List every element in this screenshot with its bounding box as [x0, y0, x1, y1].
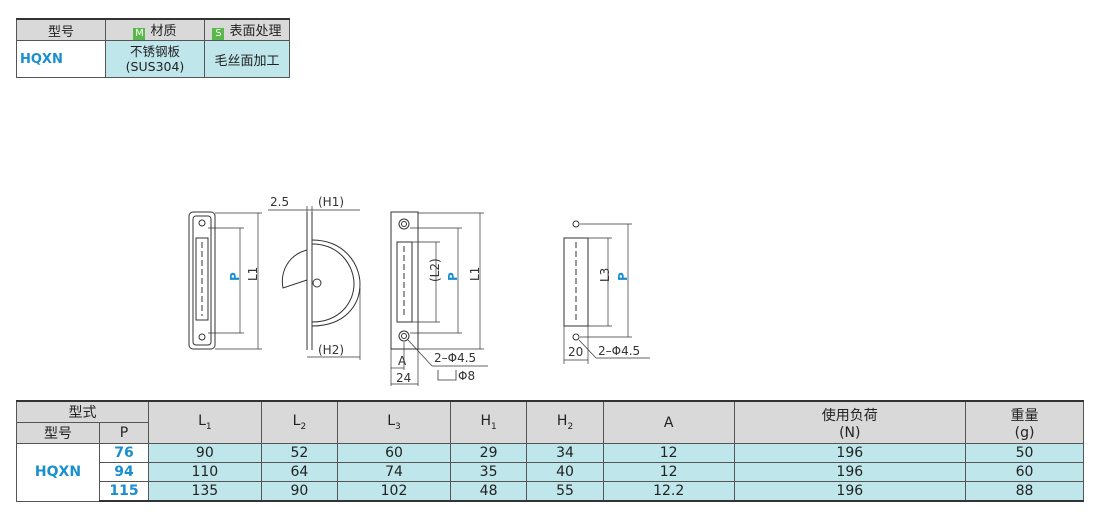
cell-h1: 29 [449, 443, 528, 463]
material-badge-icon: M [133, 28, 146, 40]
right-holes-label: 2–Φ4.5 [598, 344, 640, 358]
col-header-weight-unit: (g) [1014, 424, 1035, 441]
cell-load: 196 [733, 443, 967, 463]
cell-l3: 102 [337, 481, 451, 502]
col-header-h2-base: H [556, 413, 568, 430]
spec-header-model: 型号 [16, 18, 106, 41]
col-header-load: 使用负荷 (N) [733, 400, 967, 444]
spec-material-value: 不锈钢板 (SUS304) [105, 40, 205, 78]
spec-surface-value: 毛丝面加工 [204, 40, 290, 78]
right-l3-label: L3 [598, 268, 612, 282]
back-view: (L2) P L1 A 24 2–Φ4.5 Φ8 [390, 211, 488, 386]
cell-p: 76 [99, 443, 149, 463]
col-header-l1-sub: 1 [205, 421, 212, 432]
right-20-label: 20 [568, 345, 583, 359]
spec-material-line1: 不锈钢板 [129, 44, 180, 59]
cell-weight: 50 [965, 443, 1084, 463]
cell-p: 115 [99, 481, 149, 502]
front-l1-label: L1 [246, 267, 260, 281]
back-l2-label: (L2) [428, 258, 442, 282]
col-header-weight-label: 重量 [1010, 407, 1039, 424]
back-holes-label: 2–Φ4.5 [434, 351, 476, 365]
cell-l2: 90 [260, 481, 339, 502]
col-header-l2: L2 [260, 400, 339, 444]
cell-l2: 64 [260, 462, 339, 482]
back-24-label: 24 [396, 371, 411, 385]
row-model-value: HQXN [16, 443, 100, 502]
back-a-label: A [398, 354, 407, 368]
col-header-h2-sub: 2 [567, 421, 574, 432]
spec-header-material-label: 材质 [150, 24, 177, 39]
cell-load: 196 [733, 462, 967, 482]
col-header-a: A [602, 400, 735, 444]
table-row: 115 135 90 102 48 55 12.2 196 88 [17, 481, 1084, 502]
cell-a: 12.2 [602, 481, 735, 502]
col-header-l3-base: L [387, 413, 396, 430]
col-header-h2: H2 [526, 400, 604, 444]
col-header-l2-base: L [292, 413, 301, 430]
back-l1-label: L1 [468, 267, 482, 281]
cell-h1: 35 [449, 462, 528, 482]
cell-h2: 34 [526, 443, 604, 463]
cell-l3: 74 [337, 462, 451, 482]
technical-drawing: P L1 2.5 (H1) (H2) [188, 195, 650, 386]
spec-header-surface-label: 表面处理 [229, 24, 282, 39]
col-header-l1-base: L [198, 413, 206, 430]
spec-material-line2: (SUS304) [125, 59, 185, 74]
side-25-label: 2.5 [270, 195, 289, 209]
cell-l1: 110 [148, 462, 262, 482]
col-header-l2-sub: 2 [300, 421, 307, 432]
cell-h2: 40 [526, 462, 604, 482]
table-row: 94 110 64 74 35 40 12 196 60 [17, 462, 1084, 482]
col-header-load-unit: (N) [839, 424, 861, 441]
cell-l3: 60 [337, 443, 451, 463]
cell-weight: 88 [965, 481, 1084, 502]
side-h2-label: (H2) [318, 343, 344, 357]
col-header-h1-sub: 1 [490, 421, 497, 432]
col-header-l1: L1 [148, 400, 262, 444]
dimension-table: 型式 L1 L2 L3 H1 H2 A 使用负荷 (N) 重量 (g) 型号 P… [16, 400, 1084, 502]
surface-badge-icon: S [212, 28, 225, 40]
side-h1-label: (H1) [318, 195, 344, 209]
right-view: L3 P 20 2–Φ4.5 [563, 220, 650, 364]
side-view: 2.5 (H1) (H2) [268, 195, 361, 360]
col-header-l3: L3 [337, 400, 451, 444]
group-header-type: 型式 [16, 400, 149, 423]
back-counterbore-label: Φ8 [458, 369, 475, 383]
front-p-label: P [228, 272, 242, 281]
col-header-weight: 重量 (g) [965, 400, 1084, 444]
cell-a: 12 [602, 462, 735, 482]
col-header-p: P [99, 422, 149, 444]
cell-h2: 55 [526, 481, 604, 502]
back-p-label: P [446, 272, 460, 281]
spec-table: 型号 M 材质 S 表面处理 HQXN 不锈钢板 (SUS304) 毛丝面加工 [16, 18, 290, 78]
col-header-model: 型号 [16, 422, 100, 444]
spec-header-material: M 材质 [105, 18, 205, 41]
cell-l1: 90 [148, 443, 262, 463]
col-header-h1-base: H [480, 413, 491, 430]
front-view: P L1 [188, 211, 262, 350]
table-row: HQXN 76 90 52 60 29 34 12 196 50 [16, 443, 1084, 502]
cell-l1: 135 [148, 481, 262, 502]
cell-l2: 52 [260, 443, 339, 463]
right-p-label: P [616, 272, 630, 281]
col-header-h1: H1 [449, 400, 528, 444]
cell-a: 12 [602, 443, 735, 463]
col-header-load-label: 使用负荷 [821, 407, 878, 424]
spec-model-value: HQXN [16, 40, 106, 78]
cell-load: 196 [733, 481, 967, 502]
cell-p: 94 [99, 462, 149, 482]
col-header-l3-sub: 3 [395, 421, 401, 432]
cell-weight: 60 [965, 462, 1084, 482]
cell-h1: 48 [449, 481, 528, 502]
